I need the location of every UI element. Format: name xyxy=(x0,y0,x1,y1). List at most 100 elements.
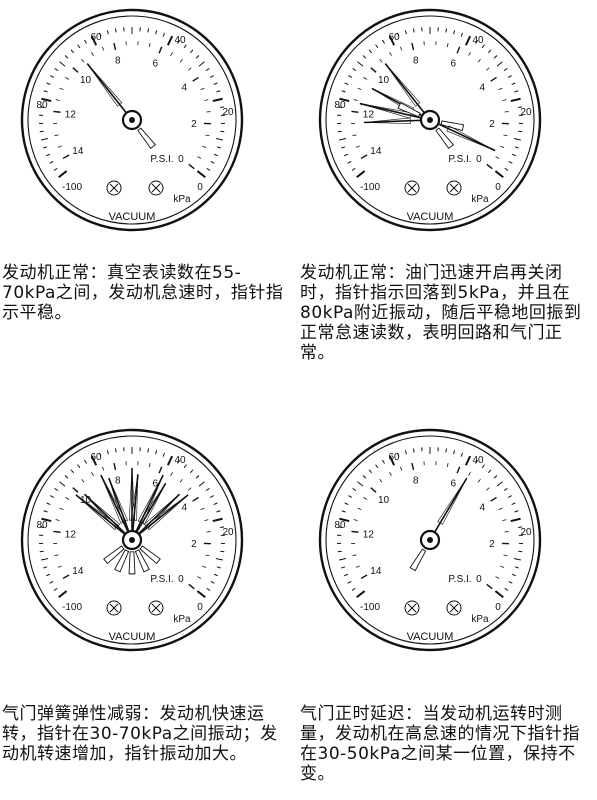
kpa-tick xyxy=(147,28,150,33)
psi-tick xyxy=(179,59,183,63)
psi-tick xyxy=(500,145,505,148)
psi-scale-label: 6 xyxy=(153,479,159,490)
adjust-screw-icon xyxy=(106,600,122,616)
screw-slot xyxy=(407,603,417,613)
psi-tick xyxy=(495,156,500,159)
needle-tail xyxy=(435,127,455,150)
kpa-tick xyxy=(58,590,68,599)
screw-slot xyxy=(151,183,161,193)
psi-tick xyxy=(468,52,471,56)
psi-tick xyxy=(498,87,503,91)
kpa-tick xyxy=(155,30,158,35)
kpa-tick xyxy=(195,475,200,479)
needle-tail xyxy=(440,120,465,132)
kpa-tick xyxy=(481,44,485,49)
psi-tick xyxy=(192,76,199,82)
needle-outline xyxy=(385,63,421,107)
kpa-tick xyxy=(162,32,166,37)
kpa-tick xyxy=(41,97,52,103)
kpa-tick xyxy=(198,481,205,487)
screw-slot xyxy=(109,183,119,193)
psi-tick xyxy=(202,145,207,148)
needle-outline xyxy=(128,467,136,521)
kpa-tick xyxy=(220,130,225,133)
kpa-tick xyxy=(362,475,367,479)
psi-tick xyxy=(62,154,70,160)
needle-hub-center xyxy=(427,117,433,123)
gauge-rim-inner xyxy=(325,15,535,225)
kpa-tick xyxy=(337,130,342,133)
psi-tick xyxy=(113,42,117,51)
kpa-tick xyxy=(510,517,521,523)
psi-tick xyxy=(351,110,359,113)
kpa-tick xyxy=(77,464,81,469)
kpa-tick xyxy=(508,161,513,164)
kpa-scale-label: 60 xyxy=(90,32,102,43)
gauge-rim-outer xyxy=(318,8,542,232)
kpa-tick xyxy=(206,167,211,171)
kpa-tick xyxy=(514,566,519,569)
kpa-scale-label: 40 xyxy=(472,35,484,46)
kpa-tick xyxy=(487,49,492,54)
psi-tick xyxy=(81,58,85,63)
kpa-tick xyxy=(352,68,357,72)
kpa-tick xyxy=(496,481,503,487)
psi-tick xyxy=(170,52,173,56)
psi-tick xyxy=(65,77,70,80)
psi-tick xyxy=(500,565,505,568)
psi-tick xyxy=(353,519,358,521)
kpa-tick xyxy=(216,510,221,513)
psi-tick xyxy=(81,478,85,483)
kpa-tick xyxy=(209,495,214,498)
kpa-tick xyxy=(493,55,498,59)
kpa-tick xyxy=(396,32,400,37)
kpa-scale-label: 0 xyxy=(197,602,203,613)
needle-tail xyxy=(103,545,125,565)
kpa-tick xyxy=(504,167,509,171)
psi-scale-label: 2 xyxy=(489,539,495,550)
kpa-tick xyxy=(460,32,464,37)
psi-scale-label: 4 xyxy=(479,503,485,514)
kpa-tick xyxy=(41,557,49,561)
psi-scale-label: 0 xyxy=(178,154,184,165)
adjust-screw-icon xyxy=(446,600,462,616)
psi-tick xyxy=(352,554,357,557)
psi-tick xyxy=(170,472,173,476)
kpa-tick xyxy=(511,502,516,506)
needle-tail xyxy=(114,549,130,573)
kpa-tick xyxy=(347,161,352,164)
psi-tick xyxy=(351,530,359,533)
kpa-tick xyxy=(504,587,509,591)
psi-tick xyxy=(399,466,403,471)
psi-scale-label: 12 xyxy=(65,109,77,120)
kpa-tick xyxy=(45,573,51,577)
kpa-tick xyxy=(213,502,218,506)
kpa-tick xyxy=(209,75,214,78)
kpa-tick xyxy=(64,55,69,59)
kpa-tick xyxy=(356,590,366,599)
kpa-tick xyxy=(445,28,448,33)
kpa-tick xyxy=(388,35,396,46)
kpa-tick xyxy=(90,35,98,46)
kpa-tick xyxy=(493,475,498,479)
kpa-scale-label: 60 xyxy=(388,452,400,463)
kpa-tick xyxy=(351,167,356,171)
psi-tick xyxy=(188,163,195,170)
psi-tick xyxy=(379,478,383,483)
psi-tick xyxy=(357,507,362,511)
kpa-tick xyxy=(487,469,492,474)
kpa-tick xyxy=(53,167,58,171)
needle-hub-center xyxy=(427,537,433,543)
needle-outline xyxy=(100,474,127,524)
kpa-tick xyxy=(357,61,364,67)
psi-tick xyxy=(503,554,508,557)
psi-scale-label: 8 xyxy=(413,476,419,487)
adjust-screw-icon xyxy=(106,180,122,196)
kpa-tick xyxy=(216,146,221,149)
psi-scale-label: 10 xyxy=(80,495,92,506)
kpa-scale-label: 80 xyxy=(334,100,346,111)
